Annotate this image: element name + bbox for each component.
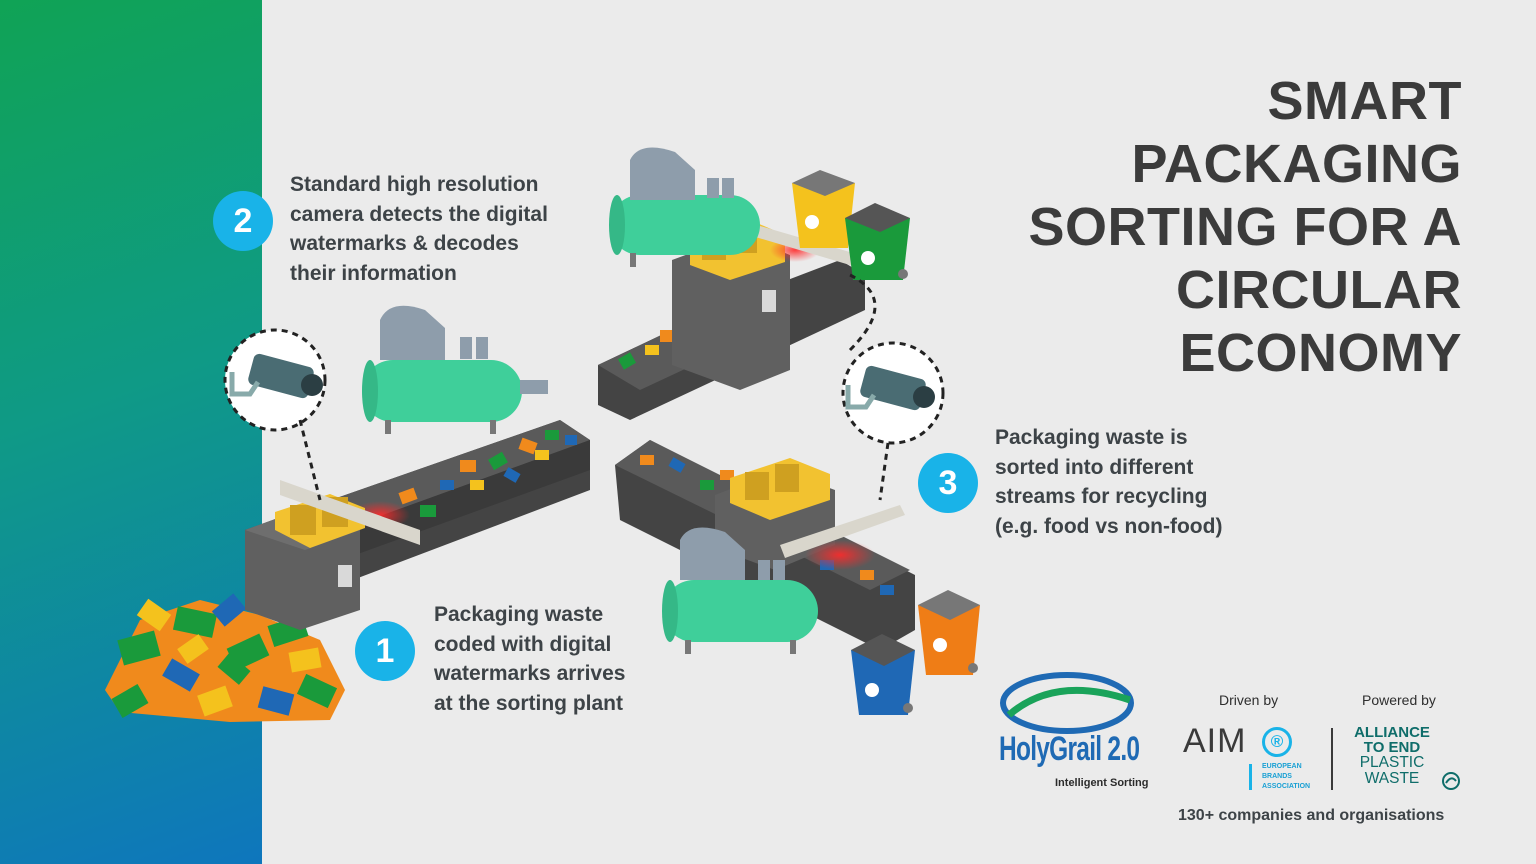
step-2-line: camera detects the digital — [290, 202, 548, 226]
waste-pile — [105, 593, 345, 722]
conveyor-belt-3 — [615, 440, 915, 650]
camera-icon — [223, 328, 327, 501]
waste-bin-icon — [792, 170, 910, 280]
step-1-line: watermarks arrives — [434, 662, 626, 685]
aim-sub-line: ASSOCIATION — [1262, 783, 1311, 790]
step-3-line: sorted into different — [995, 455, 1194, 479]
step-2-text: Standard high resolution camera detects … — [290, 170, 548, 288]
aim-subtitle: EUROPEAN BRANDS ASSOCIATION — [1262, 762, 1310, 792]
step-1-text: Packaging waste coded with digital water… — [434, 600, 625, 718]
step-2-line: their information — [290, 261, 457, 285]
title-line: SMART — [1267, 71, 1462, 131]
step-2-line: watermarks & decodes — [290, 232, 519, 255]
alliance-line: PLASTIC — [1359, 754, 1425, 771]
step-1-number: 1 — [355, 621, 415, 681]
air-compressor-icon — [362, 305, 548, 434]
holygrail-logo-text: HolyGrail 2.0 — [999, 730, 1140, 768]
step-3-line: Packaging waste is — [995, 426, 1188, 449]
alliance-mark-icon — [1442, 772, 1460, 790]
powered-by-label: Powered by — [1362, 692, 1436, 708]
air-compressor-icon — [662, 527, 818, 654]
conveyor-belt-1 — [245, 420, 590, 630]
step-3-number: 3 — [918, 453, 978, 513]
driven-by-label: Driven by — [1219, 692, 1279, 708]
title-line: PACKAGING — [1131, 134, 1462, 194]
camera-icon — [841, 273, 945, 501]
step-1-line: at the sorting plant — [434, 691, 623, 715]
step-3-text: Packaging waste is sorted into different… — [995, 423, 1222, 541]
aim-accent-bar — [1249, 764, 1252, 790]
alliance-line: TO END — [1363, 739, 1421, 756]
aim-sub-line: EUROPEAN — [1262, 763, 1302, 770]
waste-bin-icon — [851, 590, 980, 715]
step-1-line: Packaging waste — [434, 603, 604, 626]
step-2-number: 2 — [213, 191, 273, 251]
alliance-line: ALLIANCE — [1354, 724, 1430, 741]
footer-note: 130+ companies and organisations — [1178, 807, 1445, 824]
step-2-line: Standard high resolution — [290, 173, 539, 196]
logo-divider — [1331, 728, 1333, 790]
step-3-line: (e.g. food vs non-food) — [995, 514, 1223, 538]
holygrail-logo-swoosh — [1000, 672, 1134, 734]
alliance-logo: ALLIANCE TO END PLASTIC WASTE — [1346, 725, 1438, 787]
air-compressor-icon — [609, 147, 760, 267]
conveyor-belt-2 — [598, 210, 865, 420]
title-line: ECONOMY — [1179, 323, 1462, 383]
title-line: CIRCULAR — [1176, 260, 1462, 320]
step-3-line: streams for recycling — [995, 485, 1208, 508]
title-line: SORTING FOR A — [1028, 197, 1462, 257]
holygrail-tagline: Intelligent Sorting — [1055, 777, 1149, 789]
step-1-line: coded with digital — [434, 632, 612, 656]
aim-registered-mark: ® — [1262, 727, 1292, 757]
alliance-line: WASTE — [1364, 770, 1420, 787]
aim-logo-text: AIM — [1183, 722, 1247, 760]
aim-sub-line: BRANDS — [1262, 773, 1292, 780]
page-title: SMART PACKAGING SORTING FOR A CIRCULAR E… — [942, 70, 1462, 385]
